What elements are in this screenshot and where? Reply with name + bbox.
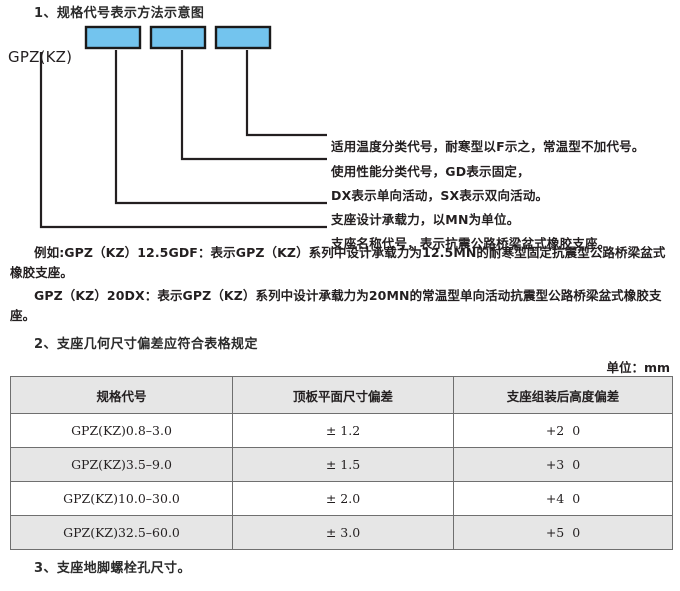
cell-height-tolerance: +2 0 [453, 413, 673, 448]
leader-line-load [114, 50, 327, 205]
cell-plane-tolerance: ± 2.0 [232, 481, 454, 516]
cell-plane-tolerance: ± 3.0 [232, 515, 454, 550]
callout-bearing-name-code: 支座名称代号，表示抗震公路桥梁盆式橡胶支座。 [331, 236, 611, 251]
example-paragraph-1: 例如:GPZ（KZ）12.5GDF：表示GPZ（KZ）系列中设计承载力为12.5… [10, 245, 666, 280]
leader-line-temperature [245, 50, 327, 137]
table-row: GPZ(KZ)0.8–3.0 ± 1.2 +2 0 [10, 413, 673, 448]
cell-plane-tolerance: ± 1.2 [232, 413, 454, 448]
table-unit-label: 单位：mm [606, 360, 670, 375]
section-heading-3: 3、支座地脚螺栓孔尺寸。 [34, 561, 191, 576]
section-heading-2: 2、支座几何尺寸偏差应符合表格规定 [34, 337, 258, 352]
leader-line-name [39, 52, 327, 229]
performance-code-box [149, 25, 207, 50]
section-heading-1: 1、规格代号表示方法示意图 [34, 6, 205, 21]
cell-spec-code: GPZ(KZ)32.5–60.0 [10, 515, 233, 550]
column-header-height-tolerance: 支座组装后高度偏差 [453, 376, 673, 414]
callout-performance-code-line1: 使用性能分类代号，GD表示固定， [331, 164, 530, 179]
example-paragraph-2: GPZ（KZ）20DX：表示GPZ（KZ）系列中设计承载力为20MN的常温型单向… [10, 288, 662, 323]
cell-spec-code: GPZ(KZ)10.0–30.0 [10, 481, 233, 516]
callout-design-load: 支座设计承载力，以MN为单位。 [331, 212, 520, 227]
spec-code-diagram: GPZ(KZ) 适用温度分类代号，耐寒型以F示之，常温型不加代号。 使用性能分类… [0, 20, 680, 251]
cell-spec-code: GPZ(KZ)3.5–9.0 [10, 447, 233, 482]
table-row: GPZ(KZ)3.5–9.0 ± 1.5 +3 0 [10, 447, 673, 482]
column-header-plane-tolerance: 顶板平面尺寸偏差 [232, 376, 454, 414]
diagram-code-label: GPZ(KZ) [8, 48, 73, 66]
table-header-row: 规格代号 顶板平面尺寸偏差 支座组装后高度偏差 [10, 376, 673, 414]
cell-height-tolerance: +5 0 [453, 515, 673, 550]
load-capacity-box [84, 25, 142, 50]
diagram-graphics [39, 25, 327, 229]
cell-plane-tolerance: ± 1.5 [232, 447, 454, 482]
cell-height-tolerance: +4 0 [453, 481, 673, 516]
callout-performance-code-line2: DX表示单向活动，SX表示双向活动。 [331, 188, 549, 203]
column-header-spec-code: 规格代号 [10, 376, 233, 414]
table-row: GPZ(KZ)10.0–30.0 ± 2.0 +4 0 [10, 481, 673, 516]
cell-spec-code: GPZ(KZ)0.8–3.0 [10, 413, 233, 448]
leader-line-performance [180, 50, 327, 161]
callout-temperature-code: 适用温度分类代号，耐寒型以F示之，常温型不加代号。 [331, 139, 645, 154]
geometry-tolerance-table: 规格代号 顶板平面尺寸偏差 支座组装后高度偏差 GPZ(KZ)0.8–3.0 ±… [10, 376, 673, 550]
table-row: GPZ(KZ)32.5–60.0 ± 3.0 +5 0 [10, 515, 673, 550]
cell-height-tolerance: +3 0 [453, 447, 673, 482]
temperature-code-box [214, 25, 272, 50]
